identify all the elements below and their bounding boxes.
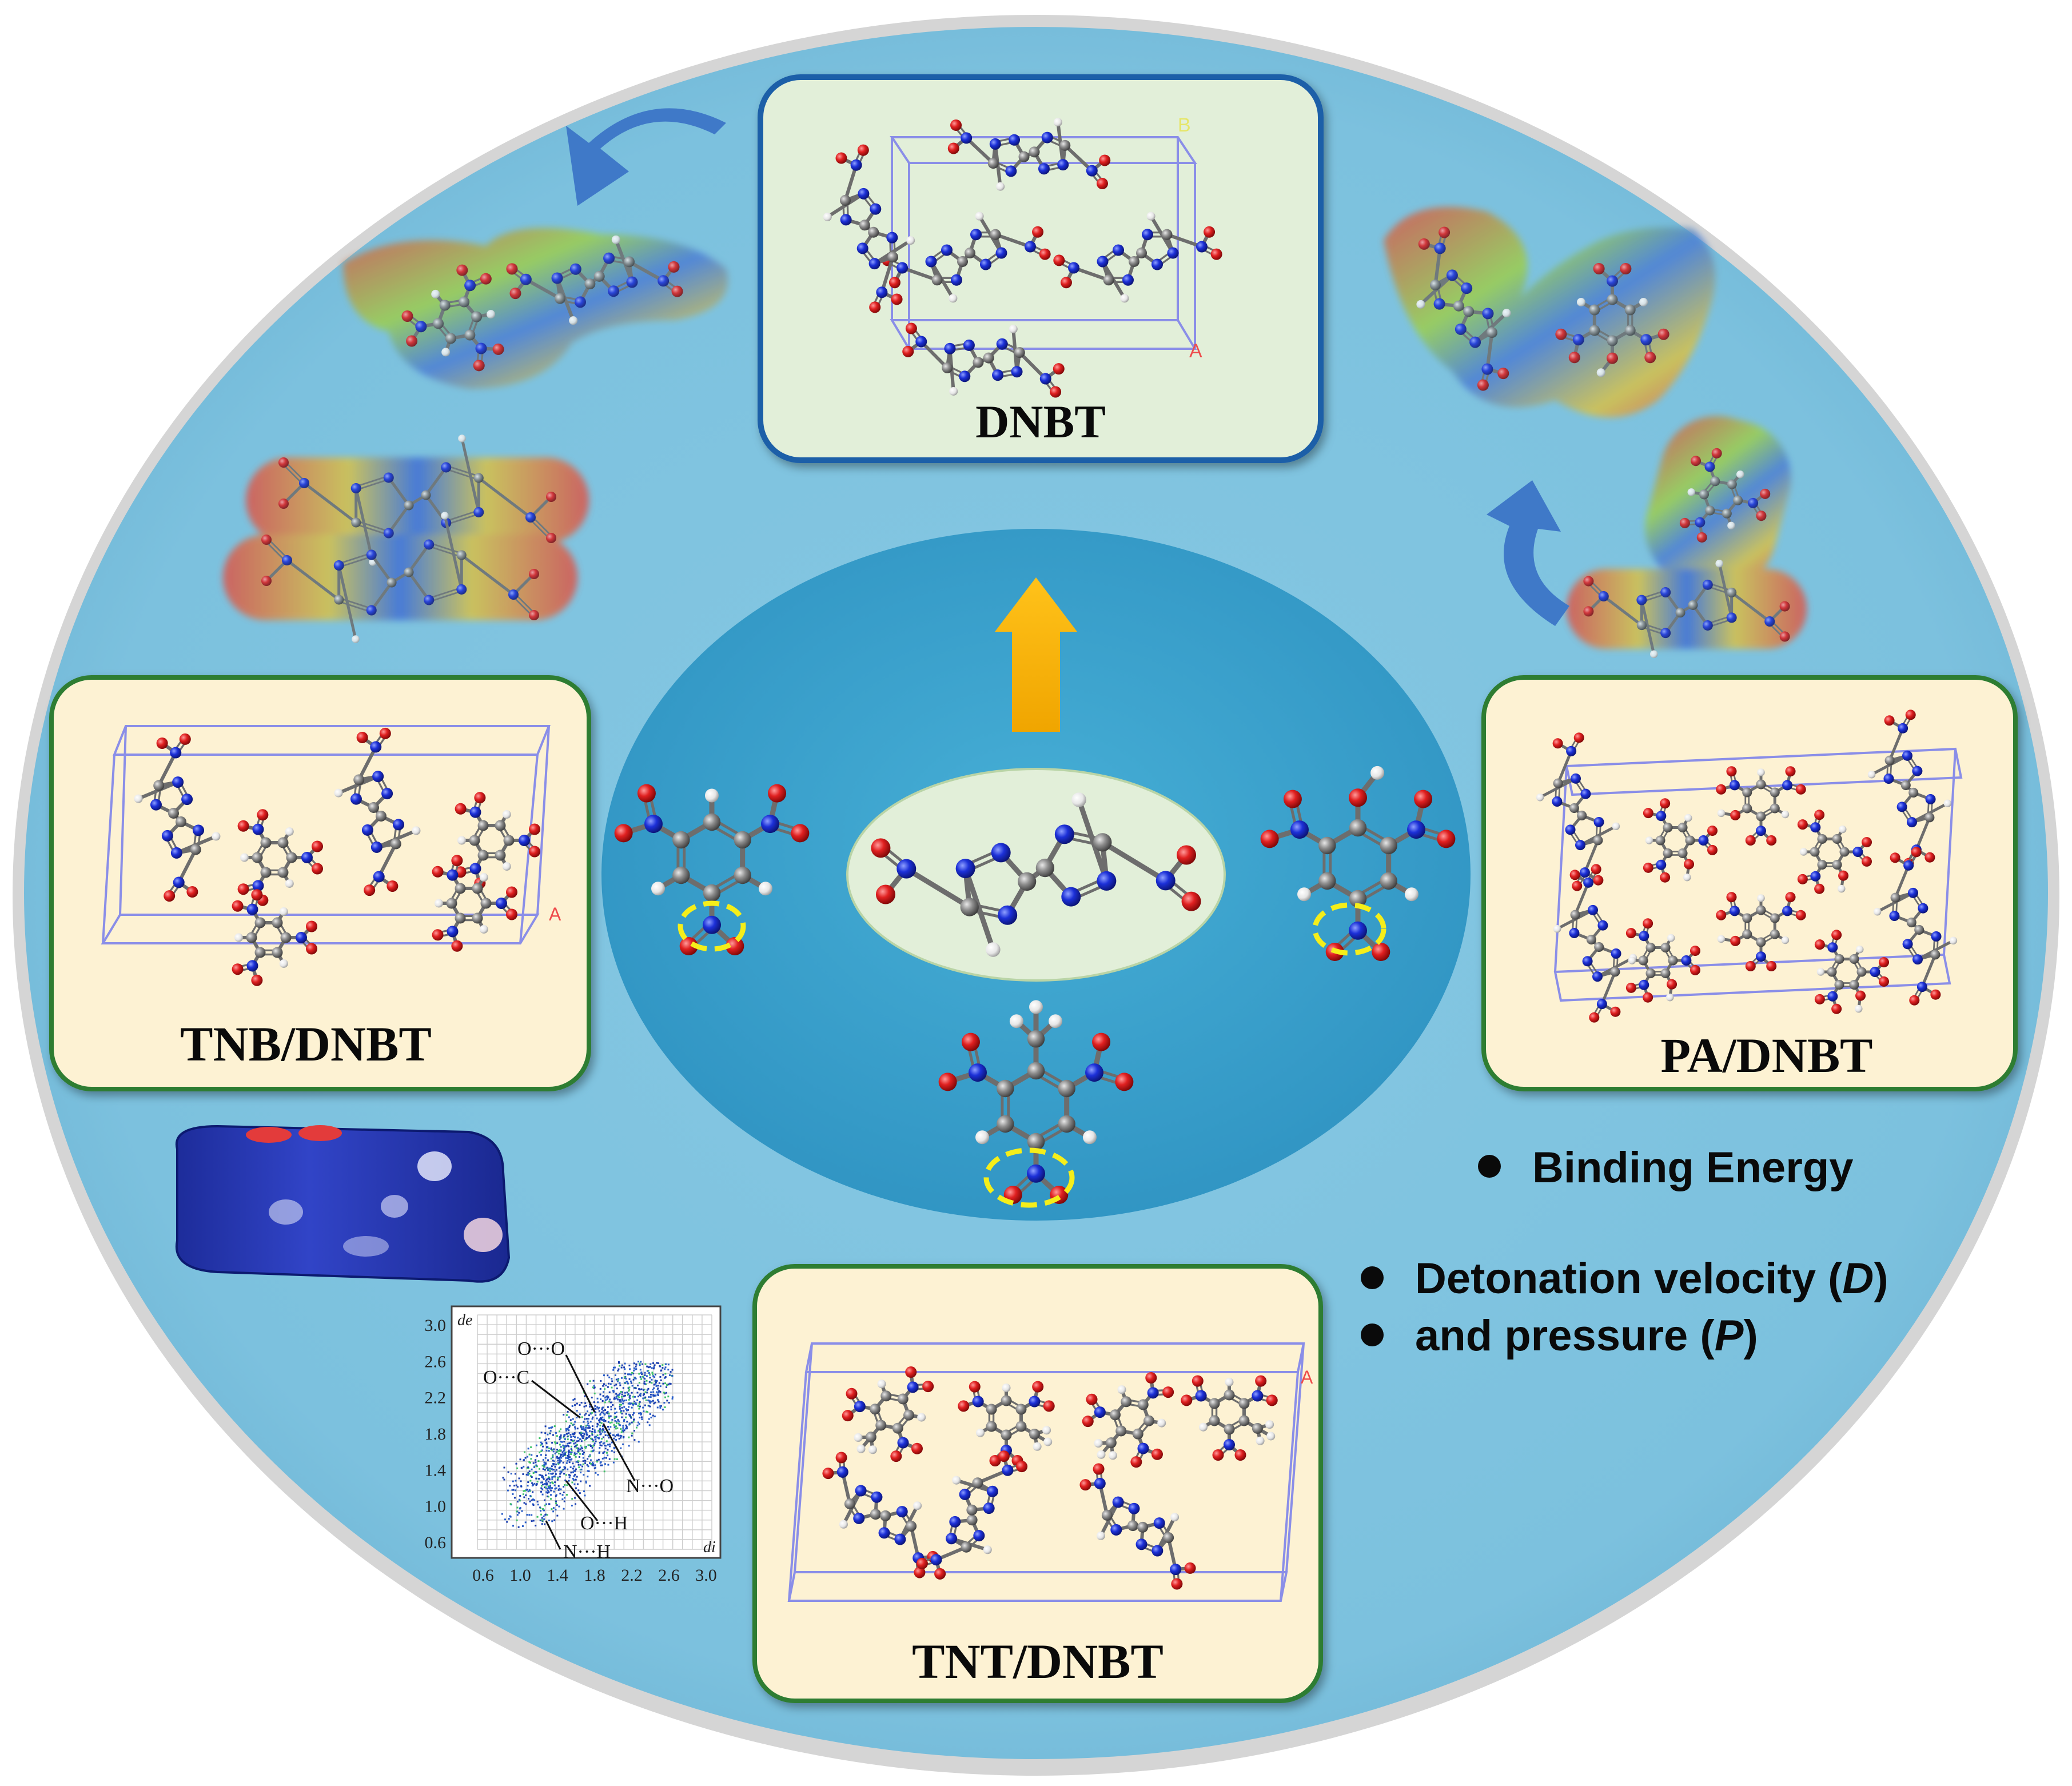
fp-y-tick: 3.0 <box>425 1316 447 1335</box>
fp-y-tick: 1.4 <box>425 1461 447 1480</box>
dnbt-card: B A DNBT <box>758 74 1324 463</box>
fp-annotation-oc: O···C <box>483 1367 529 1388</box>
dnbt-molecule <box>871 792 1201 957</box>
property-pressure: and pressure (P) <box>1415 1311 1758 1360</box>
bullet-icon <box>1361 1266 1384 1289</box>
fp-annotation-oh: O···H <box>580 1513 628 1534</box>
bullet-icon <box>1361 1323 1384 1346</box>
fp-y-tick: 0.6 <box>425 1533 447 1552</box>
fp-x-tick: 0.6 <box>472 1566 494 1585</box>
fp-annotation-lines <box>531 1354 636 1550</box>
esp-surface-top-right <box>1384 206 1715 417</box>
dnbt-unit-cell <box>890 136 1197 350</box>
esp-surface-right-pair <box>1567 416 1807 658</box>
pa-molecule <box>1260 766 1456 961</box>
fp-annotation-nh: N···H <box>563 1541 611 1562</box>
up-arrow-icon <box>995 577 1077 732</box>
property-detonation-velocity: Detonation velocity (D) <box>1415 1254 1888 1303</box>
tnt-dnbt-card: A TNT/DNBT <box>752 1264 1323 1703</box>
fp-x-axis-label: di <box>703 1538 716 1556</box>
fp-y-tick: 2.6 <box>425 1352 447 1371</box>
property-list: Binding Energy Detonation velocity (D) a… <box>1361 1143 1888 1360</box>
tnt-highlight-ring <box>983 1147 1075 1208</box>
fp-y-tick: 2.2 <box>425 1389 447 1408</box>
fp-annotation-no: N···O <box>626 1476 674 1497</box>
fp-y-tick: 1.0 <box>425 1497 447 1516</box>
esp-surface-top-left <box>343 228 728 389</box>
tnt-dnbt-label: TNT/DNBT <box>912 1634 1163 1689</box>
fp-x-tick: 1.0 <box>509 1566 531 1585</box>
fp-x-tick: 1.4 <box>547 1566 568 1585</box>
fp-x-tick: 1.8 <box>584 1566 605 1585</box>
tnb-axis-a: A <box>549 904 561 924</box>
fp-y-tick: 1.8 <box>425 1425 447 1444</box>
fp-annotation-oo: O···O <box>517 1338 565 1360</box>
fp-y-axis-label: de <box>457 1311 472 1329</box>
tnb-highlight-ring <box>678 900 746 952</box>
curved-arrow-icon <box>566 108 726 206</box>
tnb-dnbt-label: TNB/DNBT <box>180 1016 432 1071</box>
dnbt-axis-a: A <box>1189 340 1202 362</box>
dnbt-packing-molecules <box>823 118 1222 398</box>
dnbt-label: DNBT <box>975 396 1106 448</box>
fingerprint-plot: 3.0 2.6 2.2 1.8 1.4 1.0 0.6 0.6 1.0 1.4 1.8 2.2 2.6 3… <box>425 1305 722 1585</box>
pa-packing-molecules <box>1536 709 1958 1023</box>
dnbt-axis-b: B <box>1178 114 1191 136</box>
fp-x-tick: 3.0 <box>695 1566 717 1585</box>
tnt-packing-molecules <box>822 1366 1278 1590</box>
fp-x-tick: 2.2 <box>621 1566 643 1585</box>
pa-unit-cell <box>1553 747 1963 1002</box>
tnt-unit-cell <box>787 1342 1305 1602</box>
tnt-molecule <box>938 1000 1134 1204</box>
tnb-molecule <box>614 784 810 955</box>
tnt-axis-a: A <box>1301 1367 1313 1388</box>
curved-arrow-icon <box>1487 480 1569 626</box>
pa-highlight-ring <box>1312 902 1386 956</box>
esp-surface-stack-left <box>223 434 589 643</box>
bullet-icon <box>1478 1155 1501 1178</box>
tnb-dnbt-card: A TNB/DNBT <box>49 675 591 1091</box>
hirshfeld-surface <box>175 1125 511 1283</box>
tnb-packing-molecules <box>134 727 540 986</box>
fp-x-tick: 2.6 <box>658 1566 680 1585</box>
pa-dnbt-card: PA/DNBT <box>1481 675 2018 1091</box>
property-binding-energy: Binding Energy <box>1532 1143 1854 1192</box>
pa-dnbt-label: PA/DNBT <box>1660 1028 1872 1083</box>
